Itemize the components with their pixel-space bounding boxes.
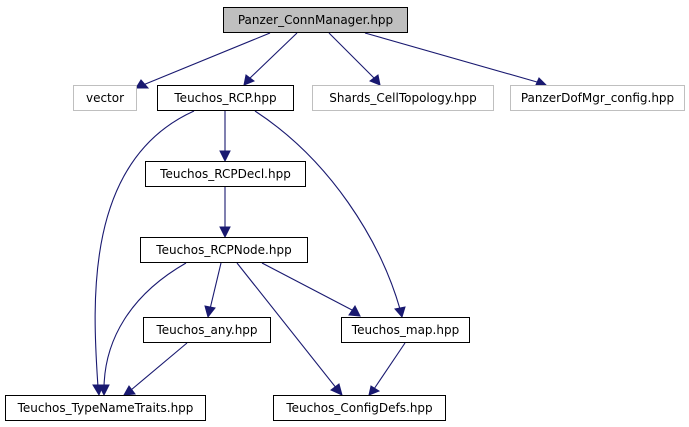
node-box: [143, 317, 271, 343]
node-label: Teuchos_ConfigDefs.hpp: [285, 401, 432, 415]
node-box: [341, 317, 470, 343]
arrowhead-icon: [368, 385, 381, 396]
arrowhead-icon: [219, 226, 231, 239]
edge-line: [261, 262, 353, 311]
edge-line: [328, 32, 376, 80]
node-box: [510, 85, 685, 111]
node-vector: vector: [73, 85, 137, 111]
edge-line: [364, 32, 538, 83]
arrowhead-icon: [243, 74, 256, 86]
edge-teuchos-any-to-teuchos-typenametraits: [123, 342, 188, 396]
node-teuchos-rcpnode[interactable]: Teuchos_RCPNode.hpp: [140, 237, 308, 263]
edge-line: [103, 262, 187, 388]
node-box: [5, 395, 206, 421]
edge-teuchos-rcpnode-to-teuchos-any: [204, 262, 222, 319]
node-box: [145, 161, 306, 187]
arrowhead-icon: [330, 383, 343, 396]
edge-teuchos-rcp-to-teuchos-map: [254, 110, 406, 319]
edge-panzer-connmanager-to-teuchos-rcp: [243, 32, 298, 86]
edge-teuchos-rcpdecl-to-teuchos-rcpnode: [219, 187, 231, 239]
node-teuchos-rcp[interactable]: Teuchos_RCP.hpp: [157, 85, 294, 111]
arrowhead-icon: [219, 150, 231, 163]
node-label: Teuchos_RCPNode.hpp: [155, 243, 291, 257]
node-label: Teuchos_any.hpp: [155, 323, 257, 337]
edge-line: [373, 342, 406, 390]
edge-teuchos-map-to-teuchos-configdefs: [368, 342, 406, 396]
edge-teuchos-rcp-to-teuchos-rcpdecl: [219, 111, 231, 163]
arrowhead-icon: [123, 385, 136, 396]
node-box: [73, 85, 137, 111]
edge-line: [130, 342, 188, 391]
node-box: [312, 85, 494, 111]
arrowhead-icon: [368, 74, 381, 86]
node-box: [157, 85, 294, 111]
arrowhead-icon: [394, 306, 406, 319]
arrowhead-icon: [348, 305, 361, 317]
edge-line: [254, 110, 401, 310]
node-label: Panzer_ConnManager.hpp: [238, 13, 393, 27]
edge-panzer-connmanager-to-vector: [135, 32, 271, 89]
edge-line: [94, 110, 195, 388]
node-teuchos-typenametraits[interactable]: Teuchos_TypeNameTraits.hpp: [5, 395, 206, 421]
node-teuchos-any[interactable]: Teuchos_any.hpp: [143, 317, 271, 343]
node-label: Teuchos_RCPDecl.hpp: [159, 167, 291, 181]
edges-layer: [92, 32, 548, 397]
node-label: PanzerDofMgr_config.hpp: [521, 91, 674, 105]
node-panzer-connmanager[interactable]: Panzer_ConnManager.hpp: [223, 7, 408, 33]
edge-line: [236, 262, 338, 390]
edge-line: [142, 32, 271, 86]
node-box: [140, 237, 308, 263]
node-shards-celltopology: Shards_CellTopology.hpp: [312, 85, 494, 111]
edge-line: [209, 262, 222, 310]
node-label: Teuchos_map.hpp: [351, 323, 459, 337]
node-panzerdofmgr-config: PanzerDofMgr_config.hpp: [510, 85, 685, 111]
edge-panzer-connmanager-to-panzerdofmgr-config: [364, 32, 548, 88]
node-box: [273, 395, 446, 421]
node-teuchos-map[interactable]: Teuchos_map.hpp: [341, 317, 470, 343]
edge-teuchos-rcpnode-to-teuchos-map: [261, 262, 361, 317]
arrowhead-icon: [135, 79, 150, 89]
node-label: Shards_CellTopology.hpp: [329, 91, 477, 105]
node-box: [223, 7, 408, 33]
arrowhead-icon: [204, 305, 216, 319]
node-label: Teuchos_RCP.hpp: [173, 91, 276, 105]
edge-panzer-connmanager-to-shards-celltopology: [328, 32, 381, 86]
node-label: vector: [86, 91, 124, 105]
edge-teuchos-rcpnode-to-teuchos-typenametraits: [98, 262, 187, 397]
edge-teuchos-rcpnode-to-teuchos-configdefs: [236, 262, 343, 396]
edge-line: [248, 32, 298, 80]
node-label: Teuchos_TypeNameTraits.hpp: [17, 401, 194, 415]
arrowhead-icon: [98, 384, 110, 397]
node-teuchos-configdefs[interactable]: Teuchos_ConfigDefs.hpp: [273, 395, 446, 421]
node-teuchos-rcpdecl[interactable]: Teuchos_RCPDecl.hpp: [145, 161, 306, 187]
